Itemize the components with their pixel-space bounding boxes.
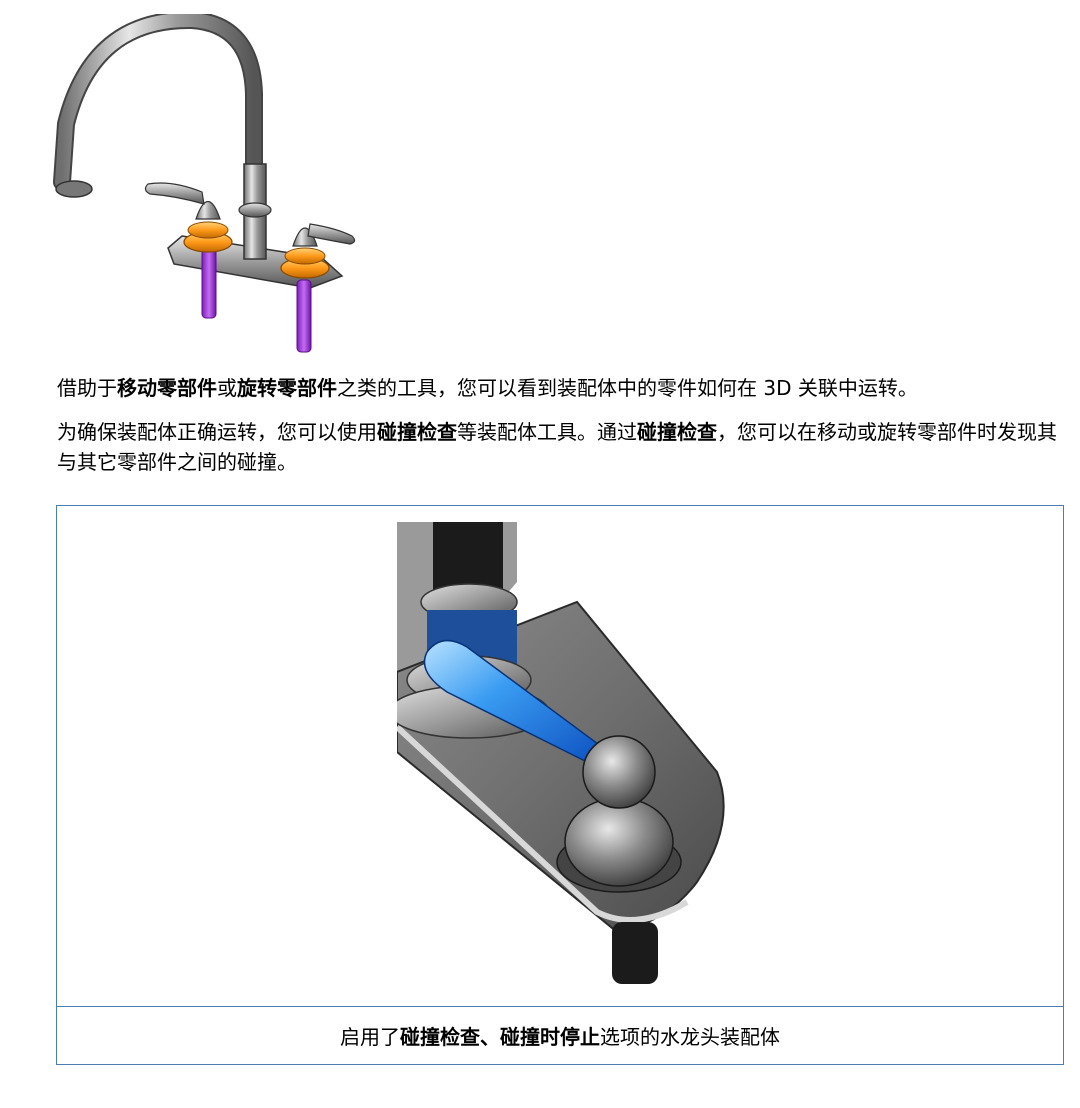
move-component-term: 移动零部件	[117, 376, 217, 400]
intro-paragraph: 借助于移动零部件或旋转零部件之类的工具，您可以看到装配体中的零件如何在 3D 关…	[57, 376, 918, 400]
faucet-handle-closeup-image	[397, 522, 727, 990]
rotate-component-term: 旋转零部件	[237, 376, 337, 400]
figure-frame: 启用了碰撞检查、碰撞时停止选项的水龙头装配体	[56, 505, 1064, 1065]
collision-detection-term: 碰撞检查	[637, 420, 717, 444]
stop-at-collision-option: 碰撞时停止	[500, 1025, 600, 1049]
figure-caption: 启用了碰撞检查、碰撞时停止选项的水龙头装配体	[57, 1006, 1063, 1064]
collision-detection-term: 碰撞检查	[377, 420, 457, 444]
faucet-assembly-illustration	[53, 14, 356, 353]
collision-detection-option: 碰撞检查	[400, 1025, 480, 1049]
collision-paragraph: 为确保装配体正确运转，您可以使用碰撞检查等装配体工具。通过碰撞检查，您可以在移动…	[57, 420, 1057, 474]
